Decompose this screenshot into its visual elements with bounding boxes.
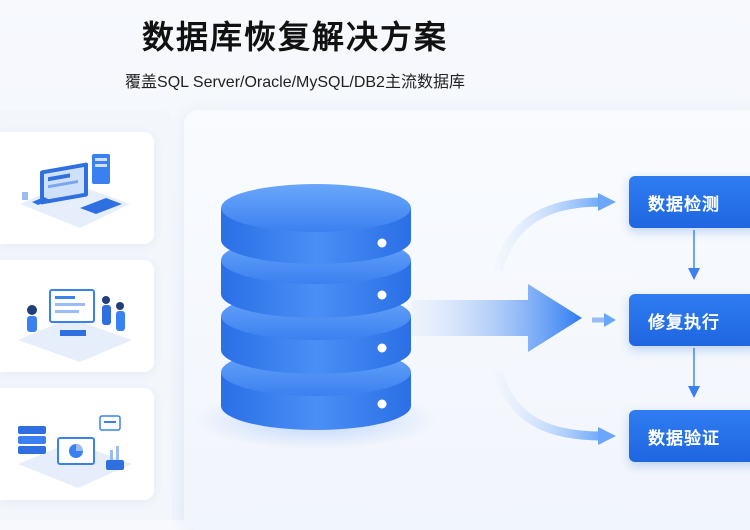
page-subtitle: 覆盖SQL Server/Oracle/MySQL/DB2主流数据库 [125,74,465,91]
main-flow-arrow [412,284,582,352]
page-title: 数据库恢复解决方案 [141,18,448,56]
step-data-detection: 数据检测 [629,176,750,228]
team-meeting-icon [18,289,132,362]
illustration-card-computer [0,132,154,244]
lower-curve-arrow [493,370,603,441]
computer-dashboard-icon [20,154,130,228]
database-icon [221,184,411,430]
illustration-card-team [0,260,154,372]
upper-curve-arrow [493,197,603,272]
step-repair-execution: 修复执行 [629,294,750,346]
step-data-verification: 数据验证 [629,410,750,462]
server-analytics-icon [18,415,132,488]
illustration-card-server [0,388,154,500]
illustration-panel [0,110,172,520]
